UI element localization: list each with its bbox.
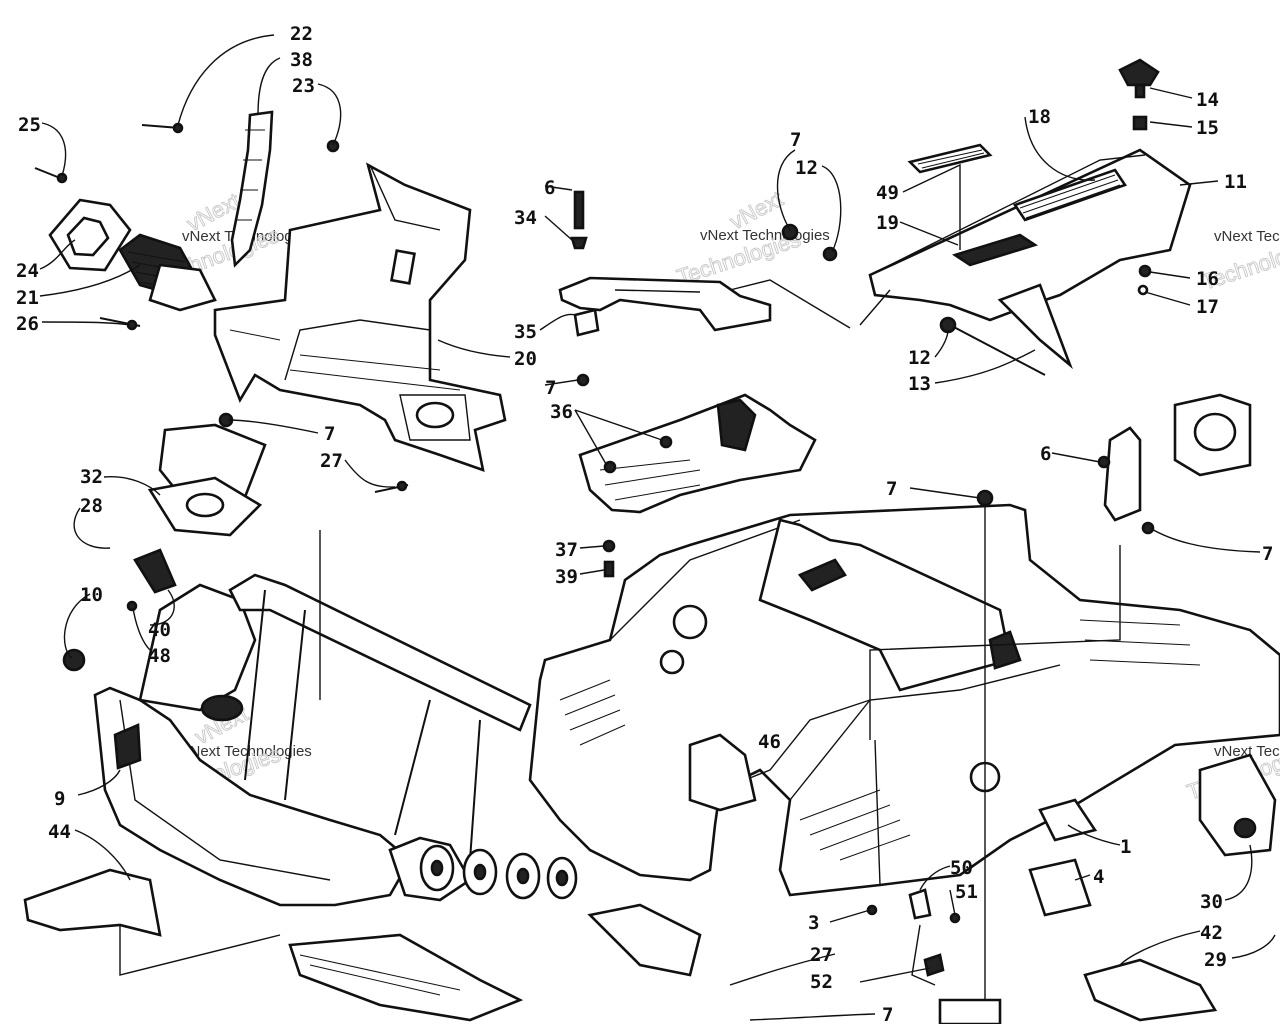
callout-37: 37	[555, 539, 578, 561]
callout-13: 13	[908, 373, 931, 395]
front-bumper-part-9	[62, 573, 532, 907]
callout-40: 40	[148, 619, 171, 641]
callout-3: 3	[808, 912, 819, 934]
air-box-part-20	[213, 162, 507, 472]
callout-7-center: 7	[886, 478, 897, 500]
callout-26: 26	[16, 313, 39, 335]
callout-numbers: 22 38 23 25 24 21 26 20 7 12 6 34 35 7 1…	[16, 23, 1273, 1026]
callout-46: 46	[758, 731, 781, 753]
callout-16: 16	[1196, 268, 1219, 290]
callout-7-bottom: 7	[882, 1004, 893, 1024]
callout-1: 1	[1120, 836, 1131, 858]
callout-44: 44	[48, 821, 71, 843]
strap-part-38	[230, 110, 274, 268]
callout-34: 34	[514, 207, 537, 229]
lower-parts	[23, 858, 1218, 1026]
callout-30: 30	[1200, 891, 1223, 913]
callout-9: 9	[54, 788, 65, 810]
leader-lines	[39, 34, 1276, 1021]
callout-29: 29	[1204, 949, 1227, 971]
callout-38: 38	[290, 49, 313, 71]
callout-24: 24	[16, 260, 39, 282]
callout-22: 22	[290, 23, 313, 45]
callout-6-right: 6	[1040, 443, 1051, 465]
callout-49: 49	[876, 182, 899, 204]
bracket-part-32	[126, 412, 267, 612]
callout-39: 39	[555, 566, 578, 588]
roller-wheels	[388, 836, 578, 902]
small-fasteners	[34, 122, 409, 493]
callout-36: 36	[550, 401, 573, 423]
callout-18: 18	[1028, 106, 1051, 128]
callout-51: 51	[955, 881, 978, 903]
callout-52: 52	[810, 971, 833, 993]
cover-part-36	[578, 393, 817, 578]
callout-48: 48	[148, 645, 171, 667]
callout-17: 17	[1196, 296, 1219, 318]
intake-part-24-21	[48, 198, 217, 312]
callout-4: 4	[1093, 866, 1104, 888]
callout-23: 23	[292, 75, 315, 97]
watermark-company: vNext Technologies	[1214, 743, 1280, 760]
callout-7-mid: 7	[545, 377, 556, 399]
callout-14: 14	[1196, 89, 1219, 111]
callout-11: 11	[1224, 171, 1247, 193]
callout-20: 20	[514, 348, 537, 370]
callout-15: 15	[1196, 117, 1219, 139]
callout-7-left: 7	[324, 423, 335, 445]
callout-28: 28	[80, 495, 103, 517]
console-part-11	[868, 58, 1192, 376]
callout-12-top: 12	[795, 157, 818, 179]
watermark-company: vNext Technologies	[182, 743, 312, 760]
bracket-part-30	[976, 393, 1277, 857]
callout-25: 25	[18, 114, 41, 136]
callout-7-top: 7	[790, 129, 801, 151]
callout-42: 42	[1200, 922, 1223, 944]
callout-27-top: 27	[320, 450, 343, 472]
callout-7-right: 7	[1262, 543, 1273, 565]
callout-12-mid: 12	[908, 347, 931, 369]
callout-35: 35	[514, 321, 537, 343]
callout-32: 32	[80, 466, 103, 488]
chassis-tunnel-part-1	[528, 503, 1280, 897]
callout-21: 21	[16, 287, 39, 309]
bracket-part-35	[558, 190, 838, 387]
callout-50: 50	[950, 857, 973, 879]
callout-10: 10	[80, 584, 103, 606]
callout-6-top: 6	[544, 177, 555, 199]
watermark-company: vNext Technologies	[1214, 228, 1280, 245]
callout-27-bottom: 27	[810, 944, 833, 966]
callout-19: 19	[876, 212, 899, 234]
